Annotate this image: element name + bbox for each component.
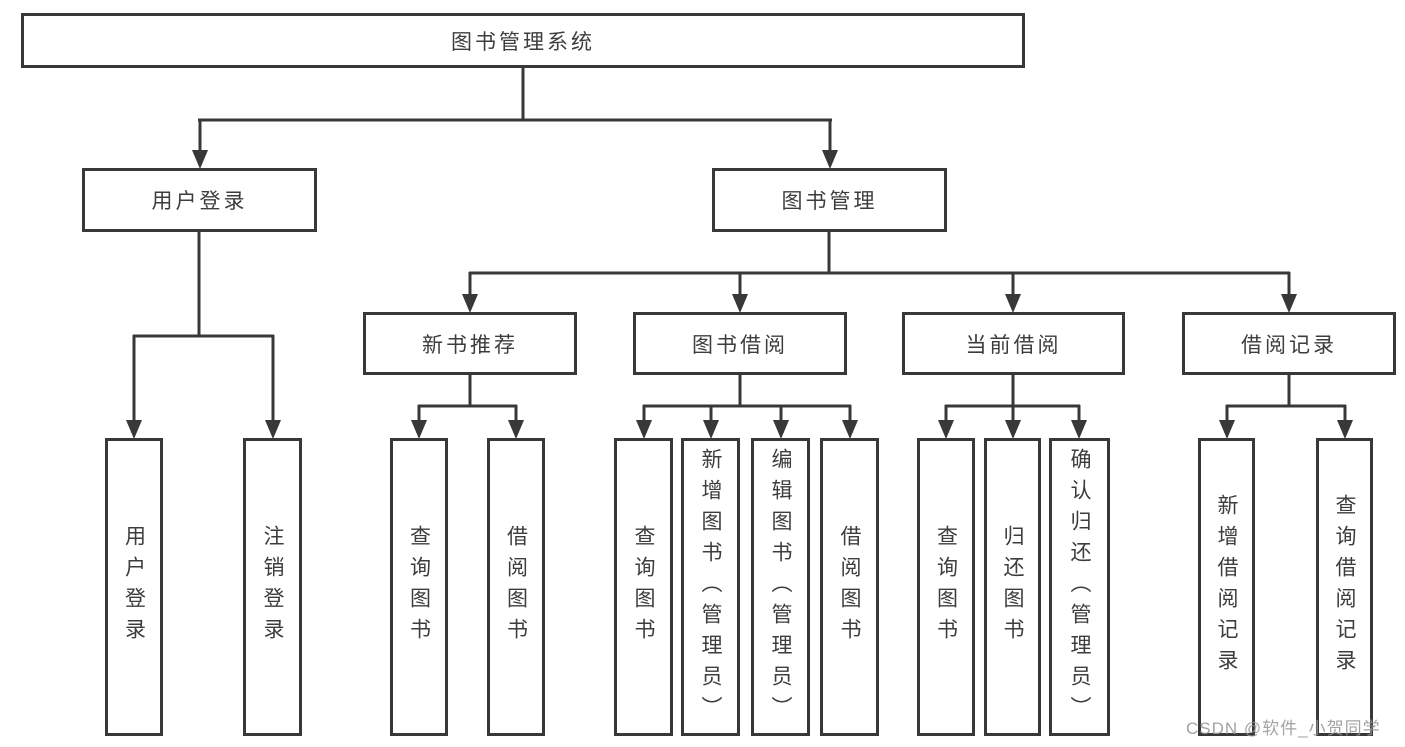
node-label: 用户登录 xyxy=(151,190,248,213)
leaf-query-borrow-record: 查询借阅记录 xyxy=(1316,438,1373,736)
node-label: 查询图书 xyxy=(407,525,431,649)
node-borrow-records: 借阅记录 xyxy=(1182,312,1396,375)
node-label: 借阅记录 xyxy=(1241,333,1337,357)
node-label: 新书推荐 xyxy=(422,333,518,357)
leaf-return-books: 归还图书 xyxy=(984,438,1041,736)
node-label: 图书管理系统 xyxy=(451,30,595,54)
node-label: 归还图书 xyxy=(1001,525,1024,649)
node-user-login: 用户登录 xyxy=(82,168,317,232)
node-label: 查询借阅记录 xyxy=(1333,494,1356,680)
node-new-book-recommend: 新书推荐 xyxy=(363,312,577,375)
leaf-user-login: 用户登录 xyxy=(105,438,163,736)
node-label: 用户登录 xyxy=(122,525,146,649)
watermark: CSDN @软件_小贺同学 xyxy=(1186,719,1381,738)
node-label: 确认归还（管理员） xyxy=(1068,447,1091,727)
connector-book-management-to-children xyxy=(462,232,1297,313)
node-label: 借阅图书 xyxy=(504,525,528,649)
leaf-current-query-books: 查询图书 xyxy=(917,438,975,736)
leaf-recommend-borrow-books: 借阅图书 xyxy=(487,438,545,736)
node-label: 图书管理 xyxy=(781,190,878,213)
leaf-recommend-query-books: 查询图书 xyxy=(390,438,448,736)
connector-root-to-children xyxy=(192,66,838,169)
connector-user-login-to-children xyxy=(126,232,281,439)
node-label: 编辑图书（管理员） xyxy=(769,447,792,727)
node-label: 新增图书（管理员） xyxy=(699,447,722,727)
node-label: 图书借阅 xyxy=(692,333,788,357)
node-label: 查询图书 xyxy=(632,525,655,649)
connector-new-book-recommend-to-children xyxy=(411,375,524,439)
node-label: 查询图书 xyxy=(934,525,958,649)
connector-borrow-records-to-children xyxy=(1219,375,1353,439)
node-label: 注销登录 xyxy=(261,525,284,649)
node-label: 当前借阅 xyxy=(965,333,1062,357)
connector-book-borrow-to-children xyxy=(636,375,858,439)
leaf-logout: 注销登录 xyxy=(243,438,302,736)
leaf-edit-books-admin: 编辑图书（管理员） xyxy=(751,438,810,736)
node-label: 新增借阅记录 xyxy=(1215,494,1238,680)
node-book-borrow: 图书借阅 xyxy=(633,312,847,375)
connector-current-borrow-to-children xyxy=(938,375,1087,439)
leaf-borrow-books: 借阅图书 xyxy=(820,438,879,736)
node-root: 图书管理系统 xyxy=(21,13,1025,68)
node-label: 借阅图书 xyxy=(838,525,861,649)
node-current-borrow: 当前借阅 xyxy=(902,312,1125,375)
leaf-borrow-query-books: 查询图书 xyxy=(614,438,673,736)
leaf-confirm-return-admin: 确认归还（管理员） xyxy=(1049,438,1110,736)
leaf-add-borrow-record: 新增借阅记录 xyxy=(1198,438,1255,736)
leaf-add-books-admin: 新增图书（管理员） xyxy=(681,438,740,736)
node-book-management: 图书管理 xyxy=(712,168,947,232)
